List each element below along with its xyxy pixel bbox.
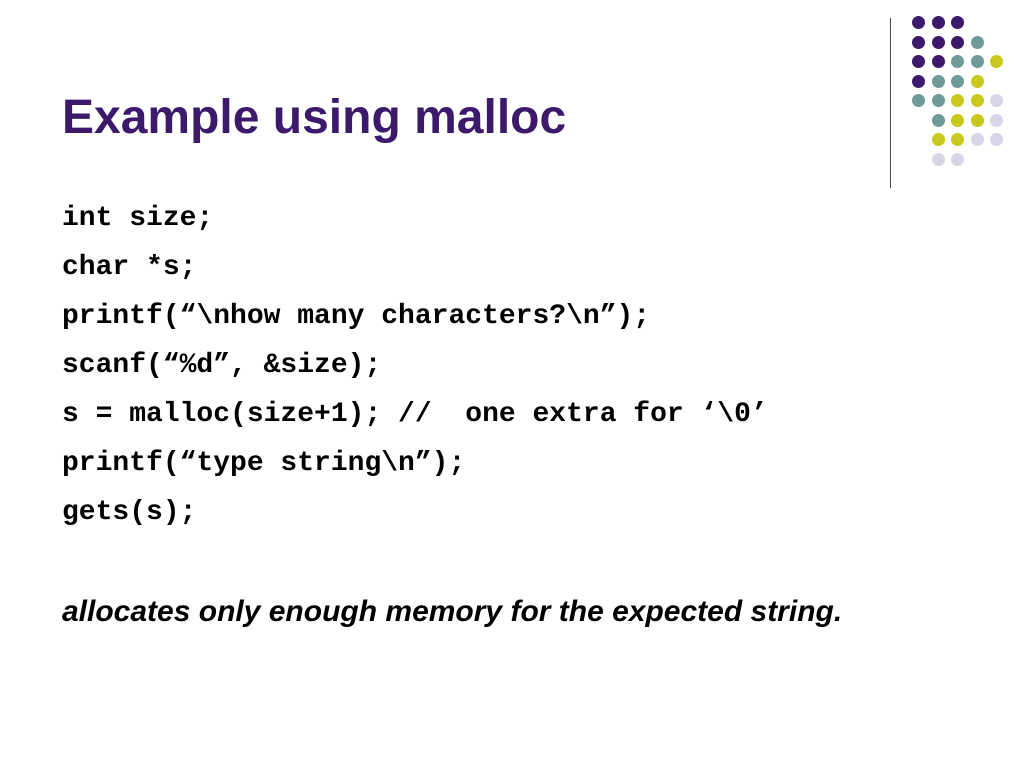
code-line: printf(“\nhow many characters?\n”); xyxy=(62,301,651,332)
code-line: printf(“type string\n”); xyxy=(62,448,466,479)
decorative-dot xyxy=(931,16,945,29)
slide-title: Example using malloc xyxy=(62,91,567,144)
decorative-dot xyxy=(990,94,1003,107)
decorative-dot xyxy=(970,113,984,127)
decorative-dot xyxy=(912,16,925,29)
decorative-dot xyxy=(970,94,984,107)
decorative-dot xyxy=(990,55,1003,68)
decorative-dot xyxy=(951,35,964,49)
code-line: scanf(“%d”, &size); xyxy=(62,350,382,381)
decorative-dot xyxy=(912,94,925,107)
decorative-dot-grid xyxy=(912,16,1012,166)
decorative-dot xyxy=(931,113,945,127)
decorative-dot xyxy=(970,55,984,68)
code-line: char *s; xyxy=(62,252,197,283)
decorative-dot xyxy=(951,55,964,68)
decorative-dot xyxy=(990,133,1003,146)
decorative-dot xyxy=(912,74,925,88)
decorative-dot xyxy=(931,55,945,68)
decorative-dot xyxy=(990,113,1003,127)
title-divider-line xyxy=(890,18,891,188)
code-line: gets(s); xyxy=(62,497,197,528)
decorative-dot xyxy=(970,133,984,146)
decorative-dot xyxy=(951,94,964,107)
decorative-dot xyxy=(951,74,964,88)
code-line: s = malloc(size+1); // one extra for ‘\0… xyxy=(62,399,768,430)
decorative-dot xyxy=(951,16,964,29)
decorative-dot xyxy=(931,74,945,88)
code-block: int size; char *s; printf(“\nhow many ch… xyxy=(62,194,768,537)
decorative-dot xyxy=(912,55,925,68)
code-line: int size; xyxy=(62,203,214,234)
decorative-dot xyxy=(912,35,925,49)
decorative-dot xyxy=(951,133,964,146)
decorative-dot xyxy=(931,133,945,146)
decorative-dot xyxy=(970,74,984,88)
decorative-dot xyxy=(951,152,964,166)
decorative-dot xyxy=(970,35,984,49)
decorative-dot xyxy=(951,113,964,127)
decorative-dot xyxy=(931,94,945,107)
explanation-note: allocates only enough memory for the exp… xyxy=(62,595,843,628)
decorative-dot xyxy=(931,152,945,166)
decorative-dot xyxy=(931,35,945,49)
